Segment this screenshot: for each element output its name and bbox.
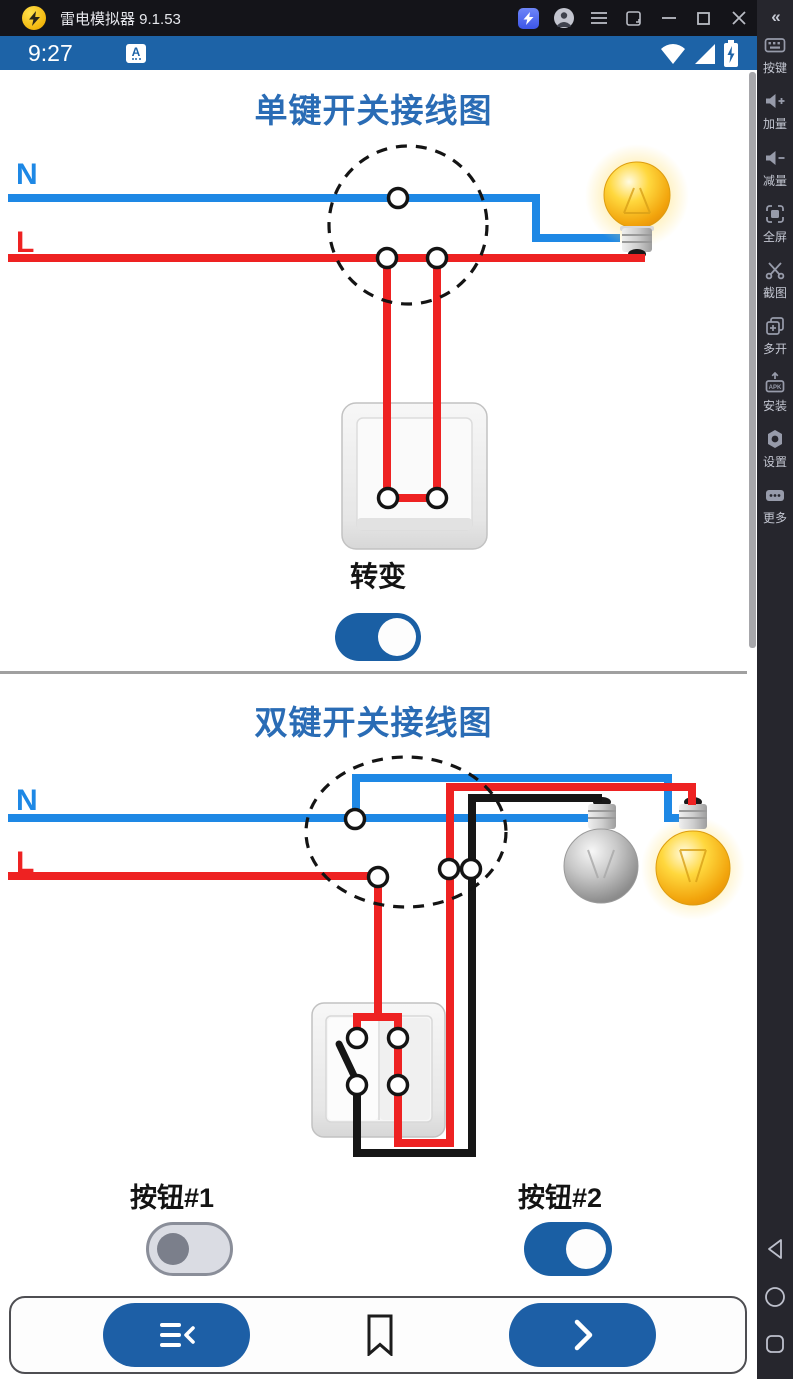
sidebar-item-keymapping[interactable]: 按键 xyxy=(757,31,793,87)
sidebar-item-volume-down[interactable]: 减量 xyxy=(757,144,793,200)
volume-down-icon xyxy=(766,150,785,165)
wire-terminals xyxy=(375,186,449,510)
ime-keyboard-icon: A xyxy=(126,44,146,63)
sidebar-item-settings[interactable]: 设置 xyxy=(757,425,793,481)
multi-instance-icon xyxy=(766,317,784,336)
junction-dashed-circle xyxy=(327,144,489,306)
toggle-knob xyxy=(378,618,416,656)
sidebar-item-volume-up[interactable]: 加量 xyxy=(757,87,793,143)
account-icon[interactable] xyxy=(553,8,574,29)
battery-charging-icon xyxy=(724,39,738,67)
toggle-button1[interactable] xyxy=(146,1222,233,1276)
button2-label: 按钮#2 xyxy=(518,1183,603,1213)
menu-collapse-icon xyxy=(159,1323,195,1347)
scrollbar-thumb[interactable] xyxy=(749,72,756,648)
diagram2-title: 双键开关接线图 xyxy=(254,704,493,741)
window-title: 雷电模拟器 9.1.53 xyxy=(60,10,181,28)
switch-panel-2gang xyxy=(311,1002,446,1138)
menu-icon[interactable] xyxy=(588,8,609,29)
live-wire xyxy=(8,254,645,502)
android-statusbar: 9:27 A xyxy=(0,36,757,70)
keymapping-icon xyxy=(764,38,786,53)
neutral-wire xyxy=(8,774,682,822)
signal-icon xyxy=(695,44,715,64)
fullscreen-icon xyxy=(766,204,784,223)
emulator-sidebar: « 按键 加量 减量 xyxy=(757,0,793,1379)
rotate-window-icon[interactable] xyxy=(623,8,644,29)
bookmark-button[interactable] xyxy=(365,1313,395,1357)
screenshot-icon xyxy=(765,262,785,280)
settings-icon xyxy=(768,430,782,449)
toggle-knob xyxy=(566,1229,606,1269)
switch-label: 转变 xyxy=(350,561,407,592)
neutral-wire-label: N xyxy=(16,158,38,191)
apk-install-icon: APK xyxy=(765,371,785,393)
collapse-sidebar-icon[interactable]: « xyxy=(771,7,780,26)
junction-dashed-circle xyxy=(304,755,508,909)
sidebar-item-apk-install[interactable]: APK 安装 xyxy=(757,369,793,425)
bookmark-icon xyxy=(367,1314,393,1356)
next-page-button[interactable] xyxy=(509,1303,656,1367)
neutral-wire-label: N xyxy=(16,784,38,817)
wifi-icon xyxy=(661,44,685,64)
bulb-on-icon xyxy=(585,144,689,259)
wire-terminals xyxy=(343,807,483,1097)
chevron-right-icon xyxy=(574,1319,592,1351)
double-switch-diagram: N L xyxy=(8,755,745,1157)
toggle-button2[interactable] xyxy=(524,1222,612,1276)
diagram1-title: 单键开关接线图 xyxy=(254,92,493,129)
home-button[interactable] xyxy=(764,1286,786,1308)
sidebar-item-more[interactable]: 更多 xyxy=(757,481,793,537)
minimize-icon[interactable] xyxy=(658,8,679,29)
button1-label: 按钮#1 xyxy=(130,1183,215,1213)
clock: 9:27 xyxy=(28,40,73,66)
toggle-transform[interactable] xyxy=(335,613,421,661)
live-wire-label: L xyxy=(16,846,34,879)
app-content: 单键开关接线图 N L xyxy=(0,70,757,1379)
toggle-knob xyxy=(157,1233,189,1265)
switch-panel xyxy=(341,402,488,550)
sidebar-item-fullscreen[interactable]: 全屏 xyxy=(757,200,793,256)
table-of-contents-button[interactable] xyxy=(103,1303,250,1367)
sidebar-item-multi-instance[interactable]: 多开 xyxy=(757,312,793,368)
titlebar: 雷电模拟器 9.1.53 xyxy=(0,0,757,36)
volume-up-icon xyxy=(766,94,785,109)
maximize-icon[interactable] xyxy=(693,8,714,29)
boost-icon[interactable] xyxy=(518,7,539,29)
section-divider xyxy=(0,671,747,674)
recents-button[interactable] xyxy=(765,1334,785,1354)
svg-text:APK: APK xyxy=(769,385,782,391)
single-switch-diagram: N L xyxy=(8,144,689,550)
bulb-off-icon xyxy=(563,797,639,904)
neutral-wire xyxy=(8,194,620,242)
bottom-toolbar xyxy=(9,1296,747,1374)
back-button[interactable] xyxy=(765,1238,785,1260)
live-wire-label: L xyxy=(16,226,34,259)
ldplayer-logo-icon xyxy=(22,6,46,30)
close-icon[interactable] xyxy=(728,8,749,29)
more-icon xyxy=(766,490,784,502)
switched-wire-black xyxy=(353,794,602,1157)
bulb-on-icon xyxy=(641,797,745,920)
sidebar-item-screenshot[interactable]: 截图 xyxy=(757,256,793,312)
